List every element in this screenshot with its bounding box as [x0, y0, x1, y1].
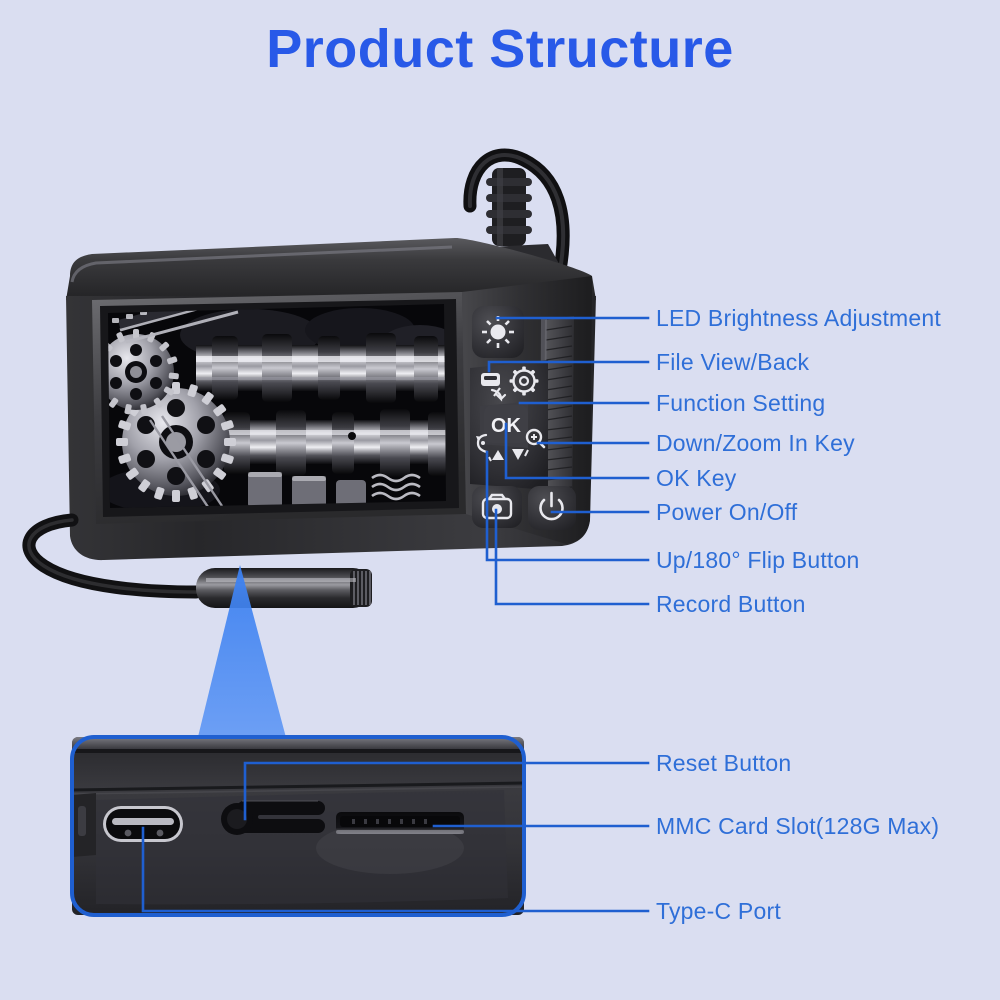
callout-label-mmc-card-slot: MMC Card Slot(128G Max): [656, 813, 940, 839]
leader-lines-top: [485, 316, 650, 606]
page-title: Product Structure: [266, 19, 734, 79]
bottom-port-panel: [70, 735, 526, 917]
strain-relief: [486, 168, 532, 246]
type-c-port: [103, 806, 183, 842]
callout-label-type-c-port: Type-C Port: [656, 898, 781, 924]
power-button: [528, 486, 576, 530]
function-setting-button: [509, 366, 539, 396]
callout-label-record: Record Button: [656, 591, 806, 617]
lcd-screen: [108, 304, 446, 508]
record-button: [472, 486, 522, 528]
file-view-back-button: [481, 373, 507, 402]
brightness-button: [472, 306, 524, 358]
zoom-projection-cone: [196, 565, 288, 745]
callout-label-power-on-off: Power On/Off: [656, 499, 798, 525]
callout-label-ok-key: OK Key: [656, 465, 737, 491]
mmc-card-slot: [316, 812, 464, 874]
up-flip-button: [476, 433, 504, 462]
callout-label-function-setting: Function Setting: [656, 390, 826, 416]
leader-lines-bottom: [141, 761, 650, 913]
camera-probe-head: [196, 568, 372, 608]
callout-label-reset-button: Reset Button: [656, 750, 792, 776]
callout-label-file-view-back: File View/Back: [656, 349, 810, 375]
callout-label-up-flip: Up/180° Flip Button: [656, 547, 860, 573]
callout-label-down-zoom-in: Down/Zoom In Key: [656, 430, 855, 456]
callout-label-led-brightness: LED Brightness Adjustment: [656, 305, 941, 331]
